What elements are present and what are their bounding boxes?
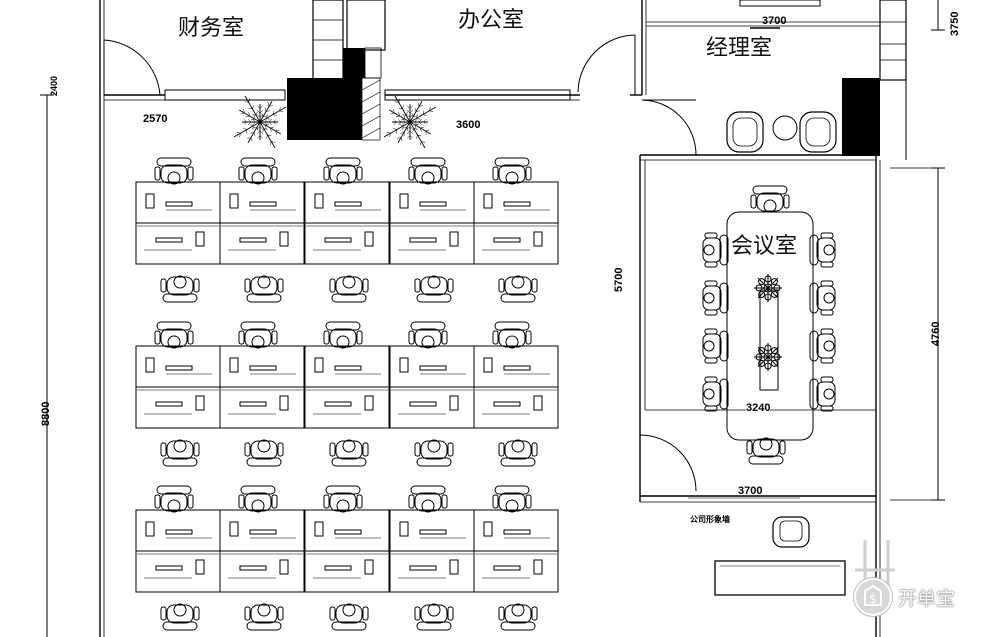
dimension-3750: 3750 (949, 11, 961, 36)
office-chair (244, 439, 284, 467)
office-chair (414, 275, 454, 303)
meeting-chair (702, 280, 729, 316)
office-chair (238, 485, 278, 513)
dimension-5700: 5700 (613, 267, 625, 292)
office-chair (329, 603, 369, 631)
office-chair (244, 603, 284, 631)
office-chair (244, 275, 284, 303)
meeting-chair (702, 232, 729, 268)
meeting-chair (809, 328, 836, 364)
dimension-3240: 3240 (746, 402, 771, 414)
workstation-cluster (389, 157, 475, 303)
office-chair (323, 321, 363, 349)
dimension-left-top: 2400 (49, 75, 59, 96)
workstation-cluster (389, 485, 475, 631)
watermark: $ 开单宝 (854, 578, 955, 616)
room-label-manager: 经理室 (706, 36, 773, 61)
workstation-cluster (304, 321, 390, 467)
meeting-chair (809, 280, 836, 316)
workstation-cluster (304, 157, 390, 303)
flower-icon (754, 343, 782, 371)
workstation-cluster (473, 485, 559, 631)
workstation-cluster (389, 321, 475, 467)
office-chair (492, 157, 532, 185)
office-chair (160, 439, 200, 467)
room-label-meeting: 会议室 (731, 234, 798, 259)
office-chair (492, 485, 532, 513)
plant-icon (383, 95, 437, 149)
workstation-cluster (473, 321, 559, 467)
workstation-cluster (135, 321, 221, 467)
dimension-3600: 3600 (456, 119, 481, 131)
dimension-2570: 2570 (143, 113, 168, 125)
table-centerpiece (759, 289, 779, 391)
room-label-finance: 财务室 (178, 16, 245, 41)
workstation-cluster (135, 157, 221, 303)
office-chair (323, 157, 363, 185)
workstation-cluster (219, 321, 305, 467)
office-chair (160, 603, 200, 631)
office-chair (408, 485, 448, 513)
office-chair (746, 437, 786, 465)
office-chair (329, 439, 369, 467)
meeting-chair (809, 376, 836, 412)
office-chair (323, 485, 363, 513)
office-chair (750, 185, 790, 213)
flower-icon (754, 274, 782, 302)
dimension-3700-top: 3700 (762, 15, 787, 27)
office-chair (154, 157, 194, 185)
office-chair (492, 321, 532, 349)
dimension-8800: 8800 (40, 401, 52, 426)
meeting-chair (702, 328, 729, 364)
watermark-text: 开单宝 (898, 587, 956, 610)
office-chair (160, 275, 200, 303)
office-chair (498, 439, 538, 467)
office-chair (498, 275, 538, 303)
office-chair (154, 321, 194, 349)
office-chair (414, 439, 454, 467)
logo-wall-note: 公司形象墙 (690, 515, 730, 524)
plant-icon (233, 95, 287, 149)
workstation-cluster (219, 485, 305, 631)
svg-text:$: $ (869, 592, 877, 606)
dimension-3700-bottom: 3700 (738, 485, 763, 497)
office-chair (408, 157, 448, 185)
workstation-cluster (135, 485, 221, 631)
dimension-4760: 4760 (930, 321, 942, 346)
meeting-chair (809, 232, 836, 268)
workstation-cluster (473, 157, 559, 303)
office-chair (414, 603, 454, 631)
meeting-chair (702, 376, 729, 412)
office-chair (329, 275, 369, 303)
room-label-office: 办公室 (458, 8, 525, 33)
office-chair (238, 157, 278, 185)
office-chair (498, 603, 538, 631)
office-chair (238, 321, 278, 349)
office-chair (408, 321, 448, 349)
workstation-cluster (304, 485, 390, 631)
workstation-cluster (219, 157, 305, 303)
office-chair (154, 485, 194, 513)
dollar-tag-icon: $ (854, 578, 892, 616)
